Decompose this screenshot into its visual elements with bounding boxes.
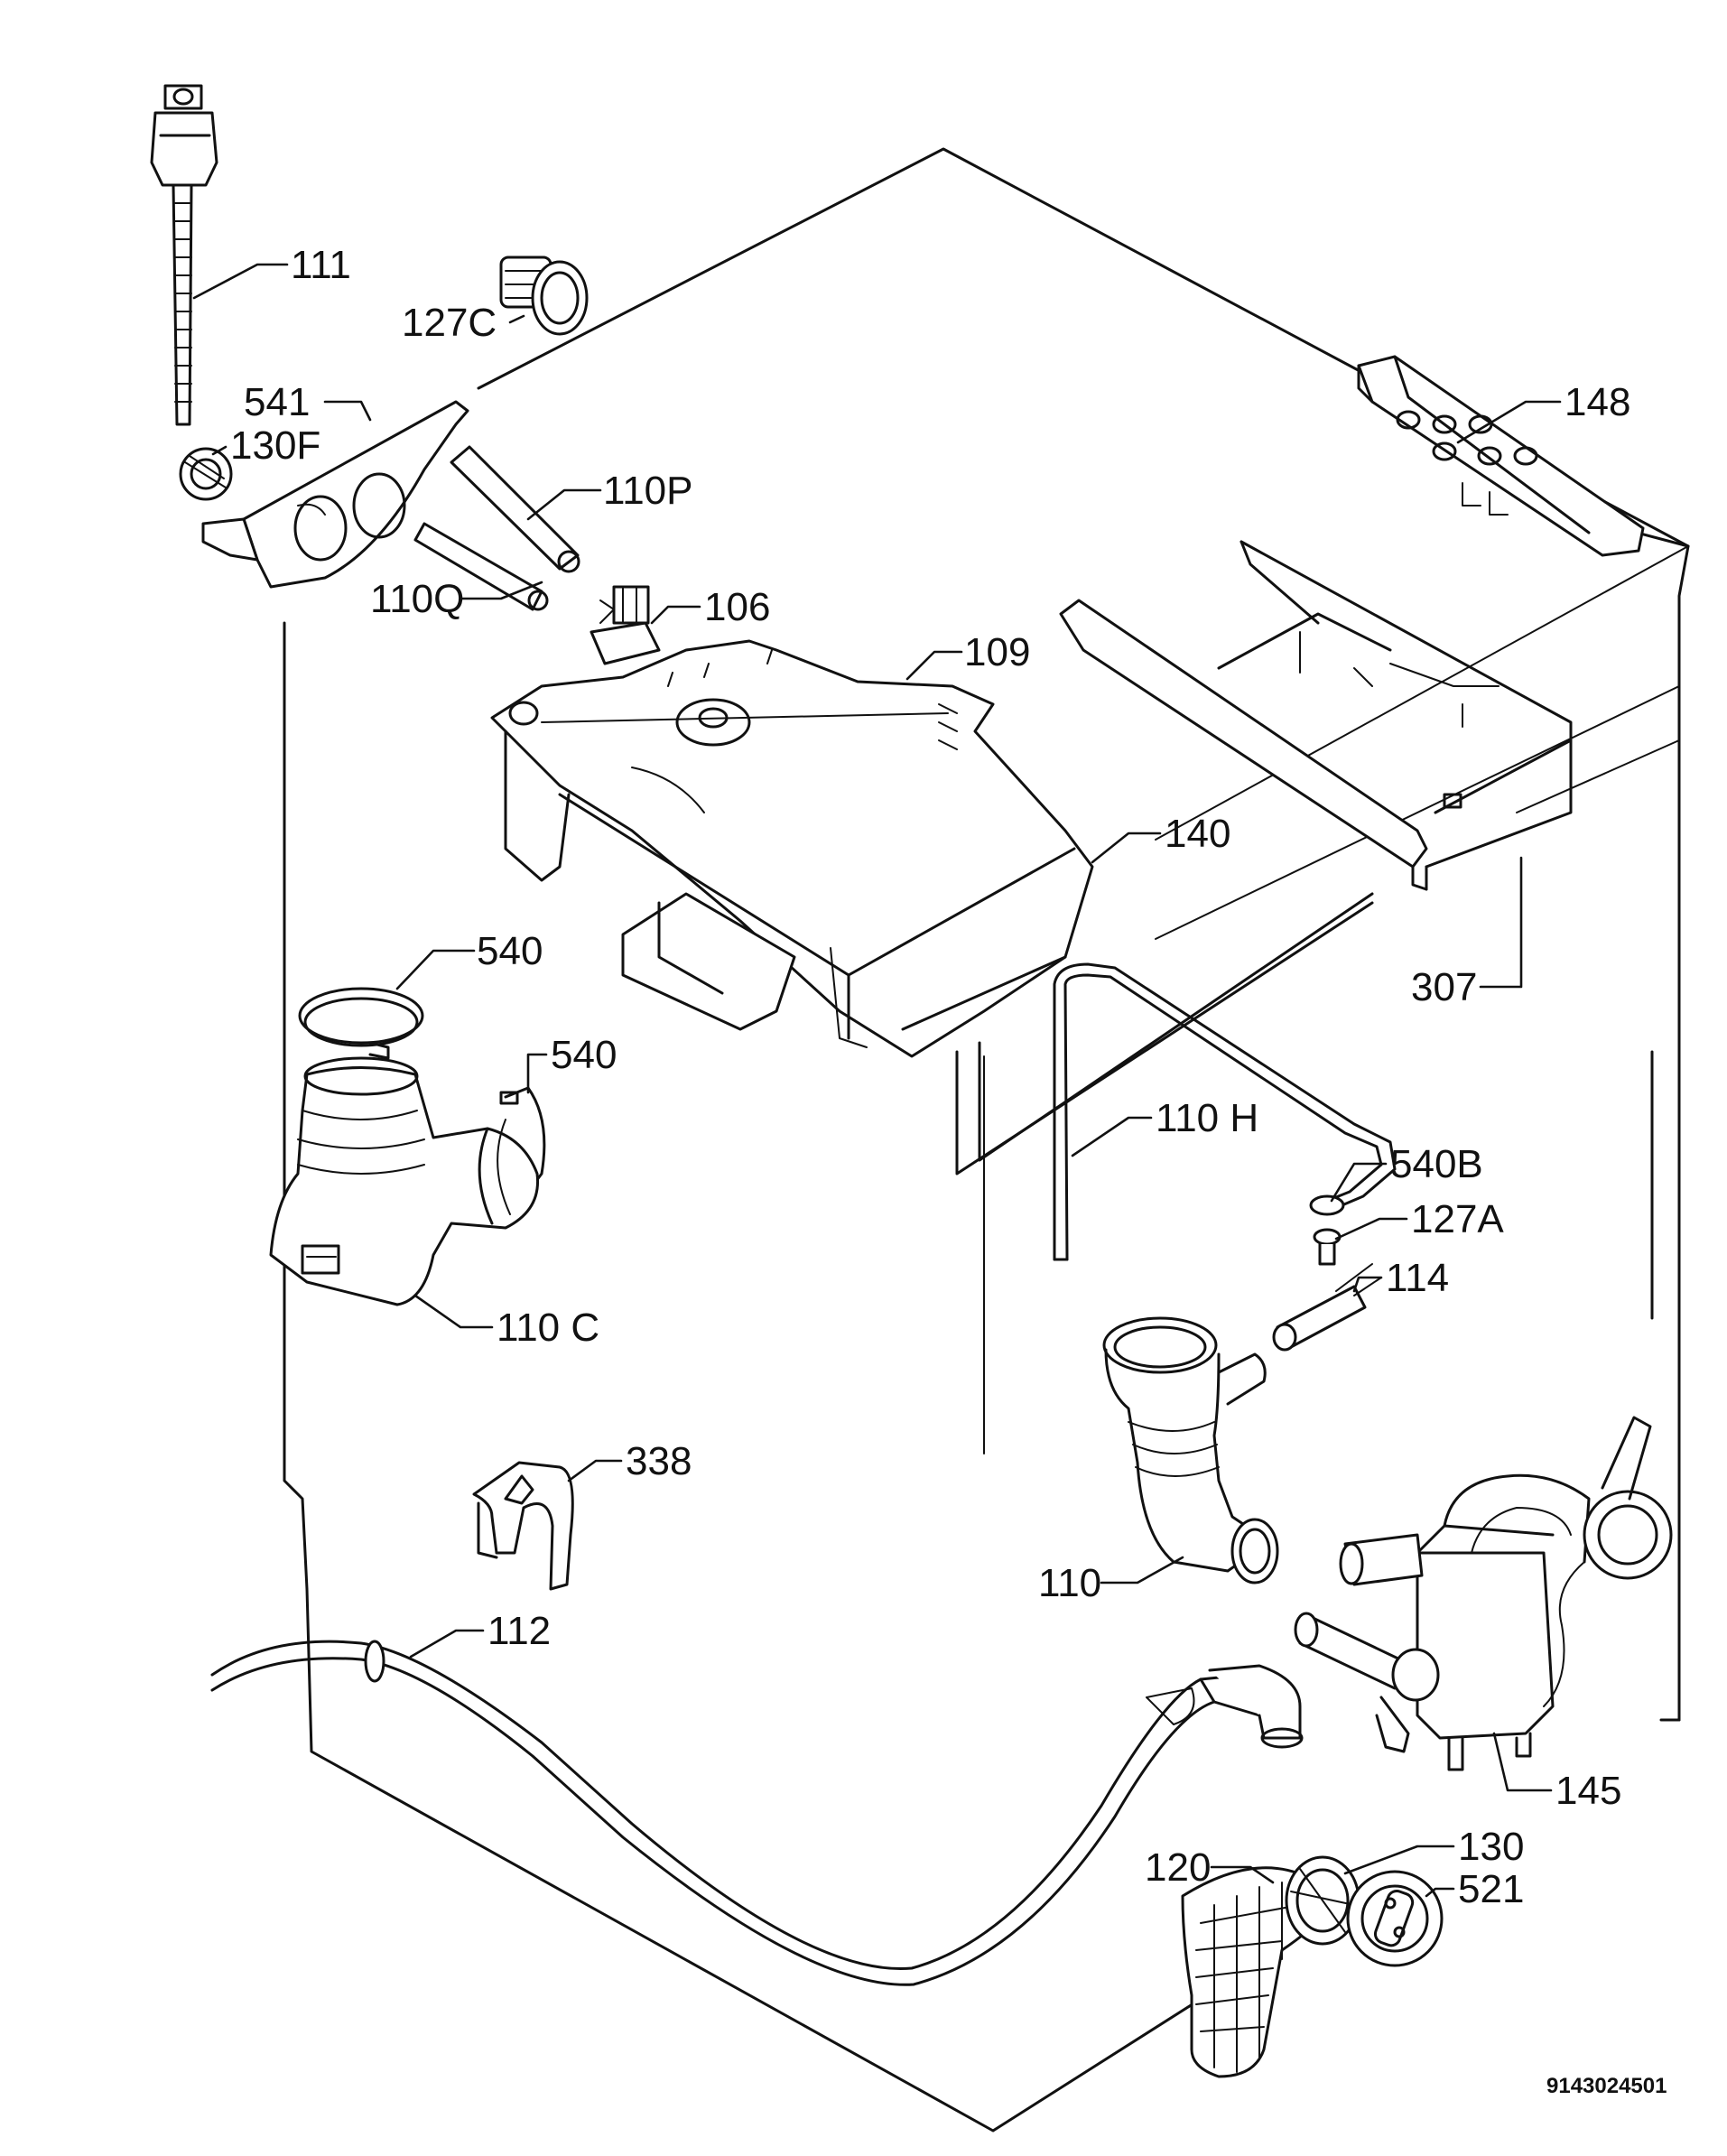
panel-541 bbox=[201, 400, 469, 589]
pipe-114 bbox=[1272, 1263, 1382, 1352]
clip-106 bbox=[590, 585, 661, 665]
filter-cap-521 bbox=[1346, 1870, 1444, 1967]
part-label-120: 120 bbox=[1145, 1845, 1211, 1890]
part-label-130f: 130F bbox=[230, 423, 320, 468]
part-label-110p: 110P bbox=[603, 469, 693, 513]
clamp-540b bbox=[1309, 1194, 1345, 1216]
part-label-540-top: 540 bbox=[477, 929, 543, 973]
drawer-cover-148 bbox=[1357, 355, 1645, 557]
hose-110h bbox=[1053, 962, 1397, 1261]
dispenser-housing-109 bbox=[490, 639, 1094, 1058]
part-label-521: 521 bbox=[1458, 1867, 1524, 1911]
part-label-145: 145 bbox=[1555, 1769, 1621, 1813]
inlet-hose-111 bbox=[150, 84, 218, 426]
part-label-112: 112 bbox=[487, 1609, 551, 1653]
detergent-drawer-307 bbox=[1059, 540, 1573, 891]
part-labels: 111 127C 541 130F 110P 110Q 106 109 148 … bbox=[230, 243, 1630, 1911]
part-label-140: 140 bbox=[1165, 812, 1230, 856]
tube-110q bbox=[413, 522, 549, 611]
clamp-540-b bbox=[499, 1086, 546, 1194]
part-label-540-side: 540 bbox=[551, 1033, 617, 1077]
seal-130 bbox=[1285, 1855, 1360, 1946]
part-label-109: 109 bbox=[964, 630, 1030, 674]
part-label-540b: 540B bbox=[1390, 1142, 1483, 1186]
tube-110p bbox=[450, 445, 580, 573]
filter-127c bbox=[499, 256, 589, 336]
part-label-110q: 110Q bbox=[370, 577, 464, 621]
elbow-hose-110 bbox=[1102, 1316, 1279, 1584]
part-label-130: 130 bbox=[1458, 1825, 1524, 1869]
part-label-307: 307 bbox=[1411, 965, 1477, 1009]
part-label-111: 111 bbox=[291, 243, 351, 287]
drain-hose-112 bbox=[210, 1640, 1304, 1986]
part-label-114: 114 bbox=[1386, 1256, 1449, 1300]
clamp-540-a bbox=[298, 987, 424, 1060]
part-label-110c: 110 C bbox=[497, 1306, 599, 1350]
sump-hose-110c bbox=[269, 1056, 540, 1306]
part-label-127c: 127C bbox=[402, 301, 497, 345]
part-label-338: 338 bbox=[626, 1439, 692, 1483]
part-label-148: 148 bbox=[1565, 380, 1630, 424]
part-label-541: 541 bbox=[244, 380, 310, 424]
seal-130f bbox=[179, 447, 233, 501]
clip-338 bbox=[472, 1461, 574, 1591]
part-label-110h: 110 H bbox=[1156, 1096, 1258, 1140]
part-label-110: 110 bbox=[1038, 1561, 1101, 1605]
document-number: 9143024501 bbox=[1546, 2074, 1667, 2098]
part-label-106: 106 bbox=[704, 585, 770, 629]
leader-lines bbox=[192, 263, 1562, 1898]
part-label-127a: 127A bbox=[1411, 1197, 1504, 1241]
pump-145 bbox=[1294, 1416, 1673, 1771]
connector-127a bbox=[1313, 1228, 1342, 1266]
